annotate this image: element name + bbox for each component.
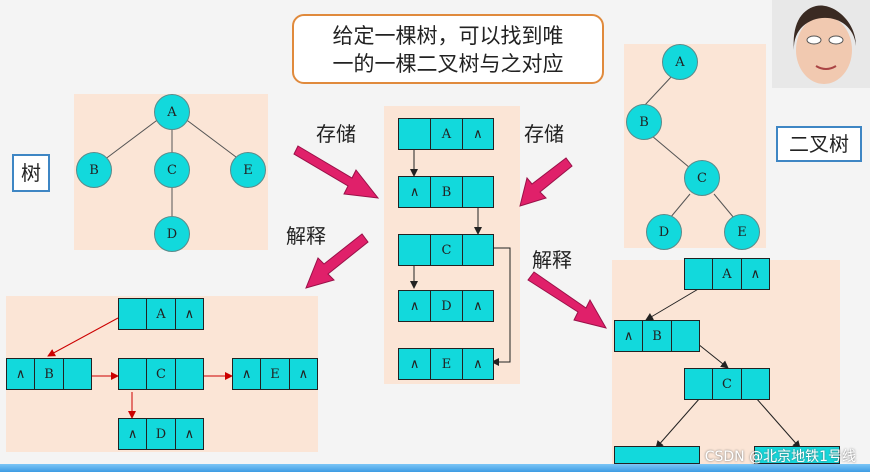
binary-node-e: E <box>724 214 760 250</box>
storage-record-e: ∧ E ∧ <box>398 348 494 380</box>
store-arrow-left <box>293 145 380 199</box>
tree-interp-record-a: A ∧ <box>118 298 204 330</box>
binary-interp-record-c: C <box>684 368 770 400</box>
store-label-right: 存储 <box>524 122 564 146</box>
explain-label-left: 解释 <box>286 224 326 248</box>
tree-interp-record-b: ∧ B <box>6 358 92 390</box>
binary-interpretation-pointers <box>645 287 801 449</box>
storage-record-b: ∧ B <box>398 176 494 208</box>
tree-node-d: D <box>154 216 190 252</box>
binary-node-c: C <box>684 160 720 196</box>
tree-node-c: C <box>154 152 190 188</box>
binary-interp-record-b: ∧ B <box>614 320 700 352</box>
storage-record-d: ∧ D ∧ <box>398 290 494 322</box>
title-line-2: 一的一棵二叉树与之对应 <box>332 52 564 76</box>
binary-node-d: D <box>646 214 682 250</box>
binary-node-a: A <box>662 44 698 80</box>
presenter-avatar-icon <box>772 0 870 88</box>
presenter-video <box>772 0 870 88</box>
binary-node-b: B <box>626 104 662 140</box>
tree-edges <box>103 117 241 216</box>
transform-arrows <box>293 145 608 329</box>
title-line-1: 给定一棵树，可以找到唯 <box>332 24 564 48</box>
tree-node-e: E <box>230 152 266 188</box>
explain-arrow-left <box>305 233 369 289</box>
watermark: CSDN @北京地铁1号线 <box>704 449 856 465</box>
tree-interp-record-e: ∧ E ∧ <box>232 358 318 390</box>
binary-tree-label: 二叉树 <box>776 126 862 162</box>
binary-interp-record-a: A ∧ <box>684 258 770 290</box>
binary-tree-edges <box>643 75 735 219</box>
store-label-left: 存储 <box>316 122 356 146</box>
tree-label: 树 <box>12 154 50 192</box>
bottom-bar <box>0 464 870 472</box>
title-box: 给定一棵树，可以找到唯 一的一棵二叉树与之对应 <box>292 14 604 84</box>
store-arrow-right <box>519 157 573 207</box>
explain-arrow-right <box>527 271 608 329</box>
tree-interp-record-c: C <box>118 358 204 390</box>
binary-interp-record-d-partial <box>614 446 700 464</box>
tree-node-a: A <box>154 94 190 130</box>
tree-interp-record-d: ∧ D ∧ <box>118 418 204 450</box>
explain-label-right: 解释 <box>532 248 572 272</box>
tree-node-b: B <box>76 152 112 188</box>
binary-interp-record-e-partial <box>754 446 840 464</box>
storage-record-a: A ∧ <box>398 118 494 150</box>
storage-record-c: C <box>398 234 494 266</box>
